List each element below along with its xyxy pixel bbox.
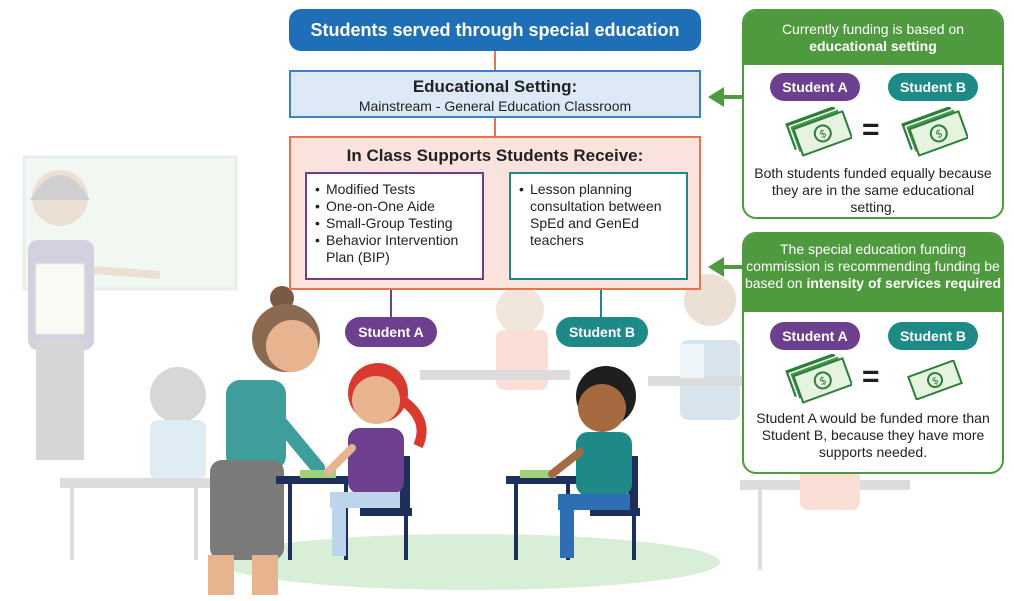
current-funding-header: Currently funding is based on educationa… (744, 11, 1002, 65)
svg-text:$: $ (817, 127, 828, 142)
recommended-funding-footer: Student A would be funded more than Stud… (756, 410, 990, 460)
background-figures (22, 155, 910, 570)
student-a-figure (324, 363, 427, 556)
recommended-funding-card: The special education funding commission… (742, 232, 1004, 474)
diagram-title: Students served through special educatio… (289, 9, 701, 51)
svg-text:$: $ (931, 375, 941, 388)
supports-heading: In Class Supports Students Receive: (346, 146, 644, 165)
list-item: One-on-One Aide (315, 198, 476, 215)
current-funding-header-bold: educational setting (809, 38, 937, 54)
student-a-label: Student A (770, 73, 860, 101)
money-stack-icon: $ (901, 107, 968, 157)
list-item: Modified Tests (315, 181, 476, 198)
student-b-label: Student B (888, 322, 978, 350)
svg-text:$: $ (817, 374, 828, 389)
teacher-figure (208, 286, 325, 595)
current-funding-footer: Both students funded equally because the… (754, 165, 992, 215)
current-funding-card: Currently funding is based on educationa… (742, 9, 1004, 219)
educational-setting-box: Educational Setting: Mainstream - Genera… (289, 70, 701, 118)
left-arrow-icon (708, 257, 742, 277)
floor-shadow (220, 534, 720, 590)
student-b-figure (548, 366, 636, 558)
money-stack-icon: $ (785, 107, 852, 157)
svg-text:$: $ (933, 127, 944, 142)
left-arrow-icon (708, 87, 742, 107)
current-funding-header-text: Currently funding is based on (781, 21, 965, 37)
money-stack-icon: $ (785, 354, 852, 404)
student-a-label: Student A (770, 322, 860, 350)
money-bill-icon: $ (907, 360, 963, 400)
equals-sign: = (862, 360, 880, 393)
list-item: Behavior Intervention Plan (BIP) (315, 232, 476, 266)
student-b-label: Student B (556, 317, 648, 347)
recommended-funding-header-text: The special education funding commission… (744, 241, 1000, 291)
student-a-supports-list: Modified Tests One-on-One Aide Small-Gro… (305, 172, 484, 280)
recommended-funding-header: The special education funding commission… (744, 234, 1002, 312)
list-item: Lesson planning consultation between SpE… (519, 181, 680, 249)
student-b-supports-list: Lesson planning consultation between SpE… (509, 172, 688, 280)
student-b-label: Student B (888, 73, 978, 101)
list-item: Small-Group Testing (315, 215, 476, 232)
student-a-label: Student A (345, 317, 437, 347)
setting-heading: Educational Setting: (412, 77, 578, 96)
recommended-funding-header-bold: intensity of services required (806, 275, 1002, 291)
equals-sign: = (862, 113, 880, 146)
setting-subheading: Mainstream - General Education Classroom (358, 98, 632, 114)
